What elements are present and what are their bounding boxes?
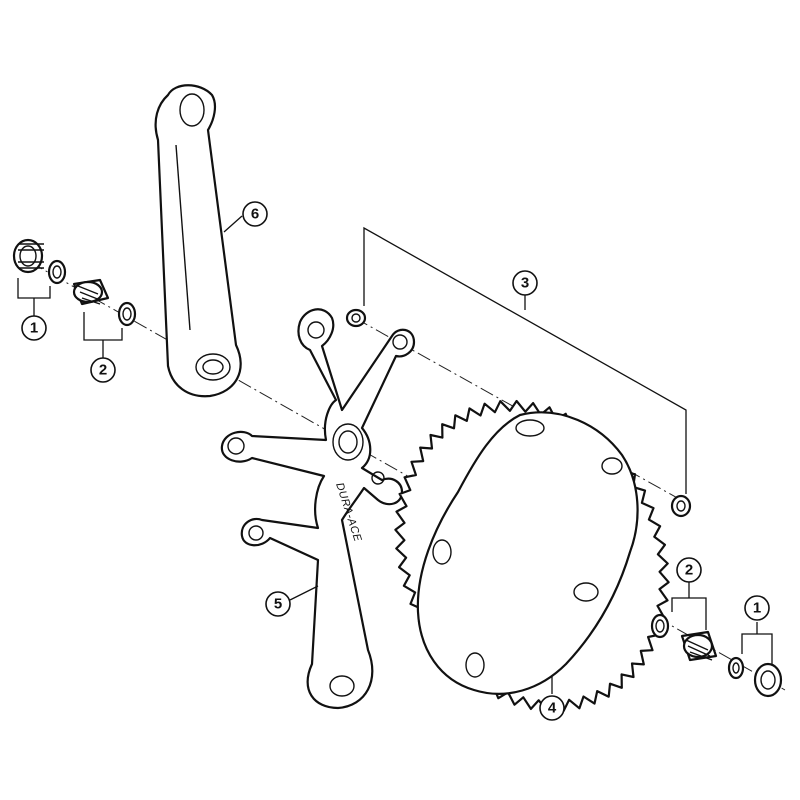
leader-5 (289, 585, 319, 601)
chainring (394, 399, 670, 713)
callout-arm-6: 6 (242, 201, 268, 227)
callout-right-1: 1 (744, 595, 770, 621)
bracket-right-1 (741, 622, 773, 664)
svg-text:2: 2 (99, 362, 107, 379)
pedal-hole (329, 675, 355, 697)
spindle-bore (338, 430, 358, 454)
callout-left-2: 2 (90, 357, 116, 383)
left-washer-1 (47, 259, 67, 285)
pedal-hole (179, 93, 205, 127)
right-washer-2 (650, 613, 670, 639)
bracket-left-1 (17, 278, 51, 316)
right-axle-bolt (680, 630, 718, 662)
left-axle-bolt (72, 278, 110, 306)
leader-6 (223, 215, 243, 233)
callout-ring-4: 4 (539, 695, 565, 721)
svg-text:4: 4 (548, 700, 557, 717)
chainring-bolt-lower (670, 494, 692, 518)
svg-text:5: 5 (274, 596, 282, 613)
svg-text:6: 6 (251, 206, 259, 223)
spindle-hole (202, 359, 224, 375)
callout-right-2: 2 (676, 557, 702, 583)
left-fixing-bolt (12, 238, 44, 274)
bracket-left-2 (83, 312, 123, 358)
svg-text:1: 1 (753, 600, 761, 617)
chainring-bolt-upper (345, 308, 367, 328)
callout-left-1: 1 (21, 315, 47, 341)
callout-crank-5: 5 (265, 591, 291, 617)
svg-text:3: 3 (521, 275, 529, 292)
right-washer-1 (727, 656, 745, 680)
left-crank-arm (154, 84, 242, 398)
svg-text:2: 2 (685, 562, 693, 579)
right-crank-spider: DURA-ACE (220, 308, 416, 710)
bracket-3 (363, 226, 687, 494)
callout-bolt-3: 3 (512, 270, 538, 296)
bracket-right-2 (671, 582, 707, 630)
right-fixing-bolt (753, 662, 783, 698)
left-washer-2 (117, 301, 137, 327)
svg-text:1: 1 (30, 320, 38, 337)
